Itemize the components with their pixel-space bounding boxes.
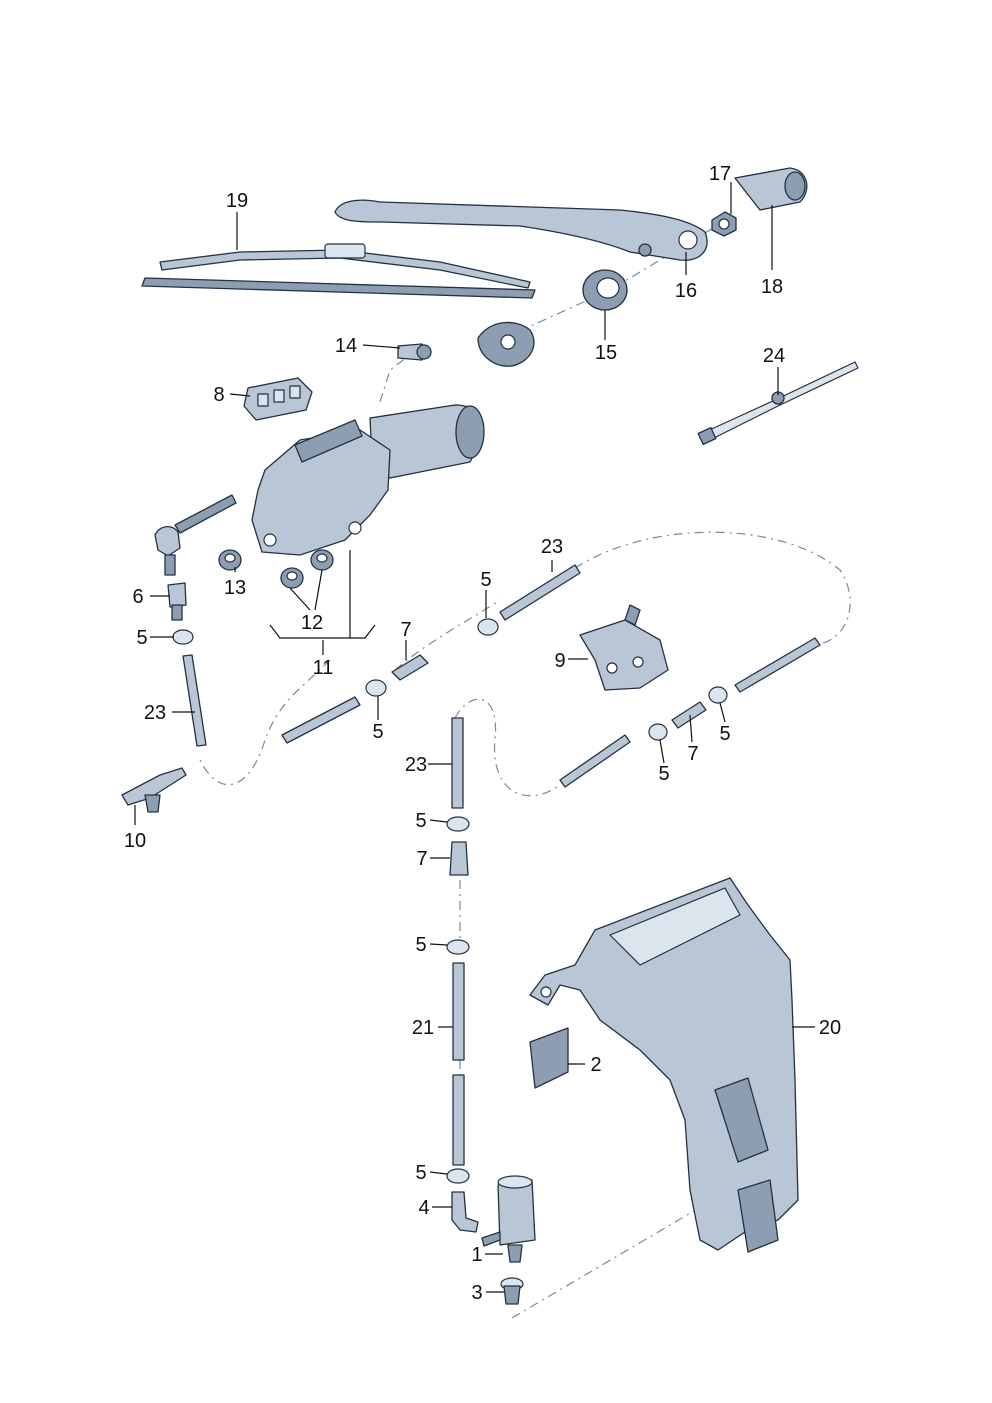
callout-5h: 5 xyxy=(415,1162,426,1184)
wiper-arm-cap xyxy=(734,167,808,211)
callout-5a: 5 xyxy=(136,627,147,649)
hose-t-connector xyxy=(391,654,707,876)
wiper-motor xyxy=(154,404,485,576)
leader-lines xyxy=(134,182,815,1293)
cable-tie xyxy=(697,361,859,446)
connector xyxy=(243,377,313,421)
callout-4: 4 xyxy=(418,1197,429,1219)
callout-labels: 19 17 18 16 15 14 8 24 6 5 23 10 13 12 1… xyxy=(124,163,841,1304)
callout-23c: 23 xyxy=(405,754,427,776)
foam-pad xyxy=(529,1027,569,1089)
callout-5g: 5 xyxy=(415,934,426,956)
grommet xyxy=(582,269,628,311)
callout-10: 10 xyxy=(124,830,146,852)
callout-12: 12 xyxy=(301,612,323,634)
hose-connector xyxy=(167,582,187,621)
callout-5b: 5 xyxy=(372,721,383,743)
callout-20: 20 xyxy=(819,1017,841,1039)
callout-18: 18 xyxy=(761,276,783,298)
callout-11: 11 xyxy=(313,657,334,679)
callout-3: 3 xyxy=(471,1282,482,1304)
callout-23a: 23 xyxy=(144,702,166,724)
pump-grommet xyxy=(500,1277,524,1305)
callout-21: 21 xyxy=(412,1017,434,1039)
callout-9: 9 xyxy=(554,650,565,672)
callout-5d: 5 xyxy=(658,763,669,785)
wiper-blade xyxy=(141,243,536,299)
wiper-arm-nut xyxy=(711,211,737,237)
washer-pump xyxy=(481,1175,536,1263)
callout-17: 17 xyxy=(709,163,731,185)
callout-7c: 7 xyxy=(416,848,427,870)
callout-6: 6 xyxy=(132,586,143,608)
wiper-arm xyxy=(334,199,708,261)
callout-24: 24 xyxy=(763,345,785,367)
callout-8: 8 xyxy=(213,384,224,406)
washer-hose xyxy=(182,564,821,1166)
callout-19: 19 xyxy=(226,190,248,212)
callout-1: 1 xyxy=(471,1244,482,1266)
callout-13: 13 xyxy=(224,577,246,599)
callout-7a: 7 xyxy=(400,619,411,641)
callout-5f: 5 xyxy=(415,810,426,832)
hose-elbow xyxy=(451,1191,479,1233)
hose-clamp xyxy=(172,618,728,1184)
callout-23b: 23 xyxy=(541,536,563,558)
motor-grommet xyxy=(218,549,242,571)
motor-bushes xyxy=(280,549,334,589)
callout-14: 14 xyxy=(335,335,357,357)
washer-reservoir xyxy=(529,877,799,1253)
hose-clip xyxy=(121,767,187,813)
callout-5c: 5 xyxy=(480,569,491,591)
bolt xyxy=(397,343,432,361)
callout-7b: 7 xyxy=(687,743,698,765)
mounting-bracket xyxy=(579,604,669,691)
callout-2: 2 xyxy=(590,1054,601,1076)
callout-16: 16 xyxy=(675,280,697,302)
seal-washer xyxy=(477,321,535,367)
callout-15: 15 xyxy=(595,342,617,364)
callout-5e: 5 xyxy=(719,723,730,745)
